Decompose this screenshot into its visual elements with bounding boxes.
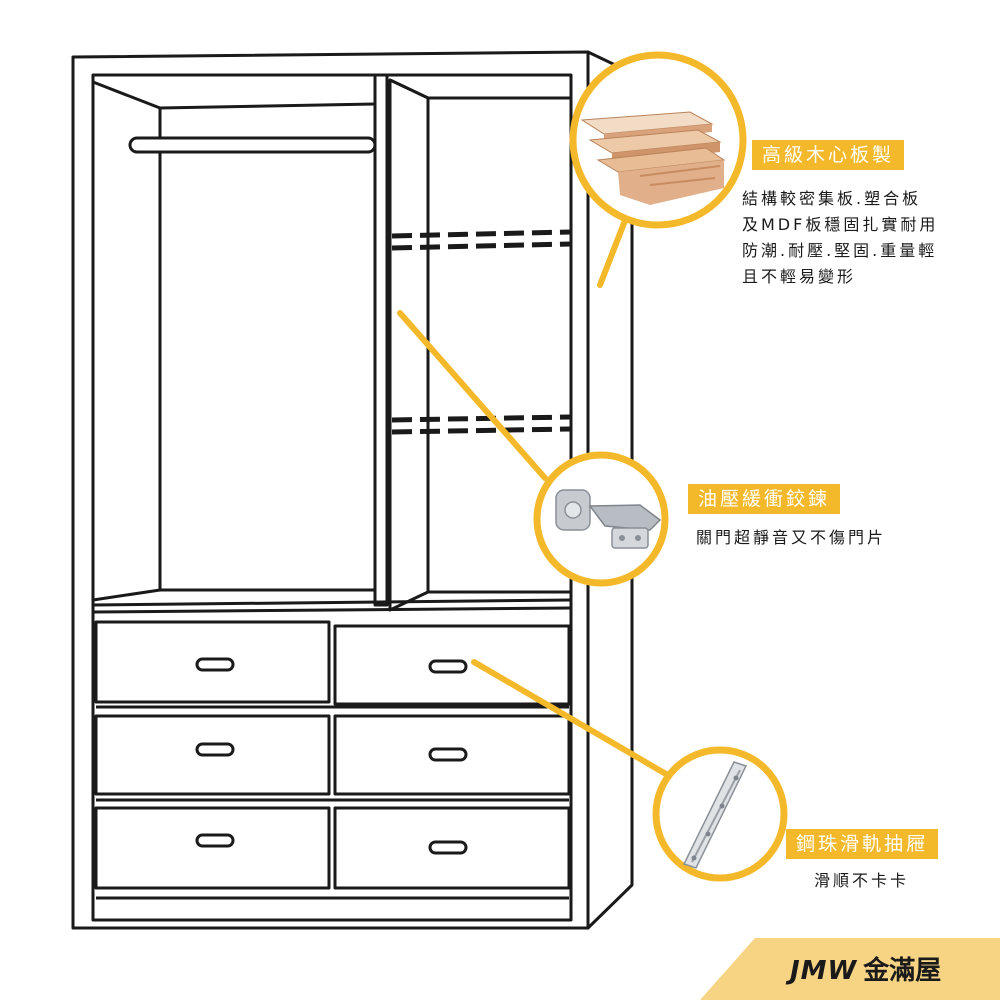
wood-board-callout — [569, 51, 747, 229]
desc-line: 且不輕易變形 — [742, 267, 857, 286]
brand-corner — [700, 938, 1000, 1000]
feature-desc-hinge: 關門超靜音又不傷門片 — [696, 525, 886, 551]
slide-rail-callout — [652, 746, 788, 882]
feature-desc-wood-board: 結構較密集板.塑合板 及MDF板穩固扎實耐用 防潮.耐壓.堅固.重量輕 且不輕易… — [742, 186, 938, 290]
desc-line: 及MDF板穩固扎實耐用 — [742, 215, 939, 234]
brand-latin: JMW — [790, 956, 858, 986]
feature-title-wood-board: 高級木心板製 — [752, 140, 905, 170]
feature-title-slide-rail: 鋼珠滑軌抽屜 — [786, 829, 939, 859]
desc-line: 結構較密集板.塑合板 — [742, 189, 922, 208]
feature-title-hinge: 油壓緩衝鉸鍊 — [688, 484, 841, 514]
slide-rail-icon — [682, 761, 748, 869]
wardrobe-outline — [71, 50, 634, 930]
desc-line: 防潮.耐壓.堅固.重量輕 — [742, 241, 938, 260]
desc-line: 滑順不卡卡 — [814, 871, 910, 890]
hinge-icon — [555, 489, 662, 549]
wood-board-image — [580, 111, 726, 205]
desc-line: 關門超靜音又不傷門片 — [696, 528, 887, 547]
feature-desc-slide-rail: 滑順不卡卡 — [814, 868, 909, 894]
callout-lines — [397, 215, 669, 777]
brand-name: 金滿屋 — [863, 956, 942, 986]
hinge-callout — [533, 451, 669, 587]
